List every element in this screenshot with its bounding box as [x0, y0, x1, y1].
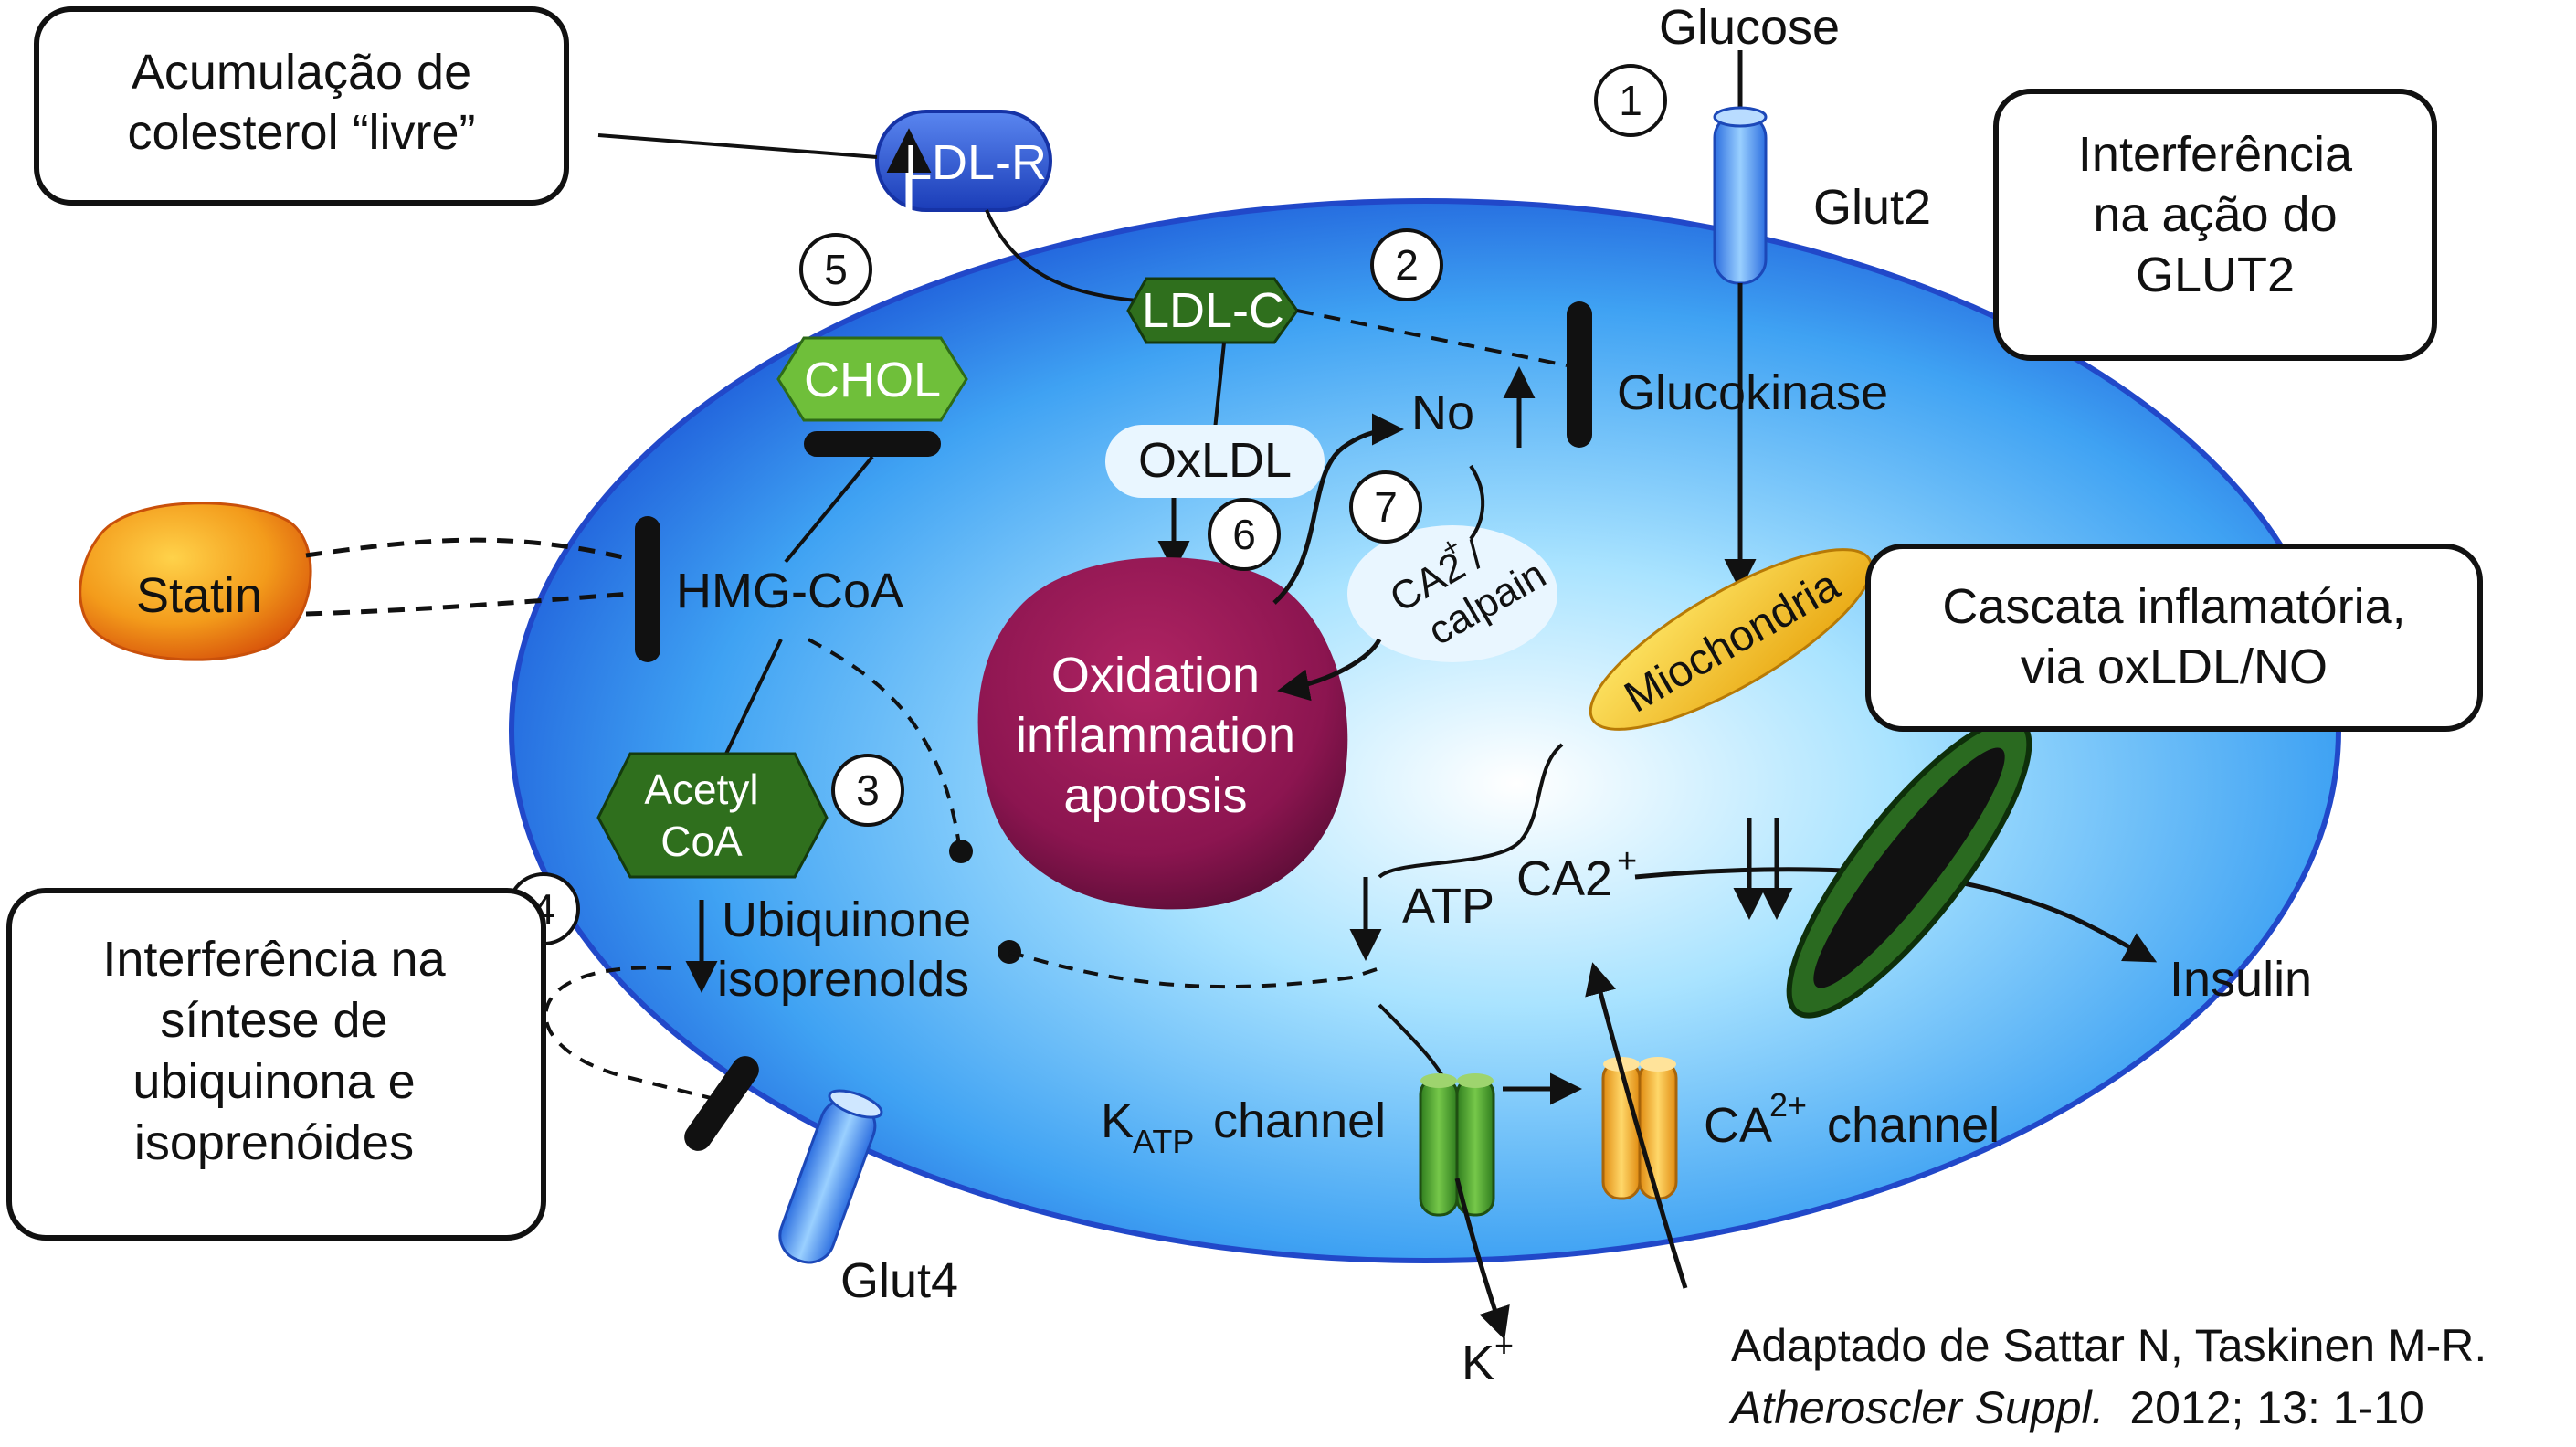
callout-ubiquinone [6, 888, 546, 1241]
glucokinase-inhibitor-bar [1567, 301, 1592, 448]
chol-molecule [776, 336, 968, 422]
label-ldl-r: LDL-R [904, 135, 1047, 190]
callout-glut2-line1: Interferência [2078, 127, 2353, 182]
label-glucokinase: Glucokinase [1617, 365, 1888, 420]
label-katp-channel: K ATP channel [1101, 1093, 1386, 1160]
nucleus [977, 557, 1348, 910]
ca-influx-arrow [1585, 962, 1688, 1289]
step-6: 6 [1232, 511, 1256, 558]
callout-ubiquinone-line4: isoprenóides [134, 1115, 414, 1170]
label-k-sup: + [1494, 1326, 1514, 1364]
hmgcoa-to-ubiquinone-dash [808, 638, 961, 846]
label-katp-channel-word: channel [1213, 1093, 1386, 1148]
label-oxidation: Oxidation [1051, 648, 1260, 702]
step-3: 3 [856, 766, 880, 814]
label-katp-k: K [1101, 1093, 1134, 1148]
label-katp-sub: ATP [1133, 1123, 1194, 1160]
glut2-transporter [1713, 50, 1768, 285]
glut4-transporter [778, 1089, 883, 1264]
ldlc-to-oxldl-line [1213, 342, 1226, 430]
free-cholesterol-connector [597, 133, 878, 159]
chol-to-hmgcoa-line [784, 455, 874, 564]
label-no: No [1411, 386, 1474, 440]
label-ubiquinone: Ubiquinone [722, 892, 971, 947]
glut4-inhibitor-bar [684, 1056, 759, 1151]
no-to-calpain-line [1469, 464, 1485, 541]
label-ca-channel: CA 2+ channel [1704, 1086, 2000, 1153]
label-coa: CoA [660, 818, 743, 865]
callout-glut2-line2: na ação do [2093, 187, 2337, 242]
step-5: 5 [824, 246, 848, 293]
calpain-to-nucleus-arrow [1277, 638, 1382, 702]
ldlc-to-glucokinase-dash [1296, 309, 1568, 367]
label-ca2: CA2 [1516, 851, 1612, 906]
label-glut2: Glut2 [1813, 180, 1931, 235]
ldlr-to-ldlc-line [985, 209, 1152, 303]
callout-inflammatory-line2: via oxLDL/NO [2021, 639, 2328, 694]
nucleus-to-no-arrow [1272, 413, 1404, 605]
label-chol: CHOL [804, 353, 941, 407]
statin-molecule [79, 502, 312, 661]
label-k: K [1462, 1336, 1494, 1390]
step-7: 7 [1374, 483, 1398, 531]
step-2: 2 [1395, 241, 1419, 289]
label-atp: ATP [1402, 879, 1494, 934]
mito-to-atp-line [1378, 743, 1564, 879]
callout-inflammatory [1865, 544, 2483, 732]
callout-ubiquinone-line2: síntese de [160, 993, 387, 1048]
hmgcoa-to-acetyl-line [724, 639, 783, 755]
ubiquinone-to-glut4-dash [544, 966, 723, 1103]
ubiquinone-block-dot-upper [949, 840, 973, 863]
callout-free-cholesterol [34, 6, 569, 206]
label-oxldl: OxLDL [1138, 433, 1292, 488]
citation-journal: Atheroscler Suppl. [1728, 1382, 2105, 1433]
ca-calpain-pill [1347, 525, 1557, 662]
mitochondria [1589, 548, 1874, 731]
callout-inflammatory-line1: Cascata inflamatória, [1942, 579, 2405, 634]
label-statin: Statin [136, 568, 262, 623]
label-ca2-sup: + [1617, 842, 1637, 881]
callout-glut2 [1993, 89, 2437, 361]
statin-dash-lower [305, 591, 631, 617]
insulin-granule-core [1813, 747, 2005, 988]
label-ca-channel-ca: CA [1704, 1098, 1772, 1153]
label-insulin: Insulin [2170, 952, 2312, 1007]
citation-details: 2012; 13: 1-10 [2105, 1382, 2424, 1433]
acetyl-coa-molecule [596, 752, 829, 879]
label-k-plus: K + [1462, 1326, 1514, 1390]
chol-bar [804, 431, 941, 457]
citation-line1: Adaptado de Sattar N, Taskinen M-R. [1731, 1320, 2486, 1371]
label-isoprenolds: isoprenolds [717, 952, 969, 1007]
hmgcoa-inhibitor-bar [635, 516, 660, 662]
statin-dash-upper [305, 537, 631, 562]
callout-free-cholesterol-line1: Acumulação de [132, 45, 471, 100]
citation-line2: Atheroscler Suppl. 2012; 13: 1-10 [1728, 1382, 2424, 1433]
ca2-to-insulin-arrow [1634, 867, 2158, 963]
label-acetyl: Acetyl [644, 766, 758, 813]
callout-ubiquinone-line3: ubiquinona e [132, 1054, 415, 1109]
callout-glut2-line3: GLUT2 [2136, 248, 2295, 302]
label-glucose: Glucose [1659, 0, 1840, 55]
ldl-r-receptor [875, 110, 1052, 212]
label-apotosis: apotosis [1063, 768, 1247, 823]
step-1: 1 [1619, 77, 1642, 124]
oxldl-pill [1105, 425, 1325, 498]
k-efflux-arrow [1454, 1178, 1510, 1340]
ldl-c-molecule [1126, 277, 1299, 344]
callout-free-cholesterol-line2: colesterol “livre” [127, 105, 475, 160]
callout-ubiquinone-line1: Interferência na [102, 932, 446, 987]
mito-to-atp-dash [1008, 950, 1380, 989]
label-inflammation: inflammation [1016, 708, 1295, 763]
label-ca-channel-word: channel [1813, 1098, 2000, 1153]
katp-channel [1419, 1073, 1495, 1217]
label-ca-channel-sup: 2+ [1769, 1086, 1807, 1124]
step-circles [507, 64, 1667, 945]
label-ldl-c: LDL-C [1142, 283, 1284, 338]
label-glut4: Glut4 [840, 1253, 958, 1308]
label-hmg-coa: HMG-CoA [676, 564, 903, 618]
